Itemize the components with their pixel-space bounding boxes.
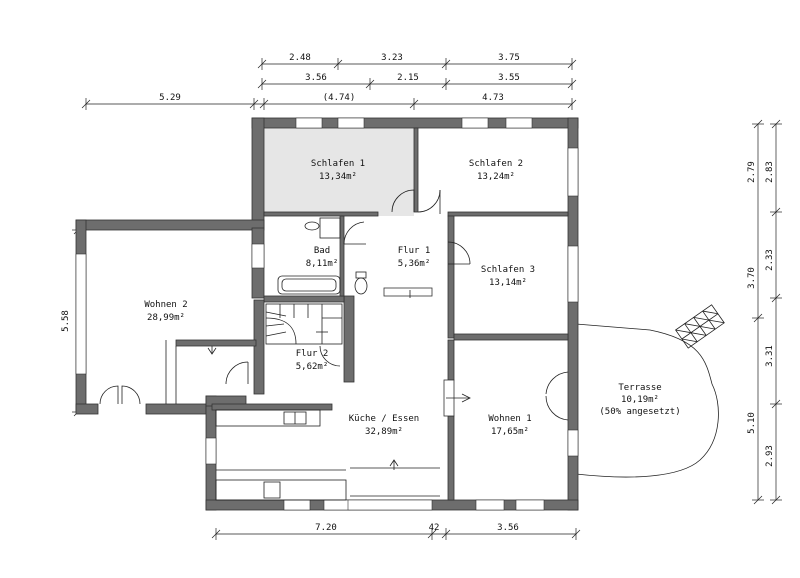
bathtub-icon: [277, 275, 341, 295]
terrace-outline: [575, 323, 719, 478]
doors: [99, 189, 569, 497]
room-labels: Schlafen 1 13,34m² Schlafen 2 13,24m² Sc…: [144, 159, 680, 437]
dim-top-2c: 3.55: [498, 73, 520, 83]
room-wohnen1-name: Wohnen 1: [488, 414, 531, 424]
room-schlafen2-area: 13,24m²: [477, 172, 515, 182]
room-wohnen2-area: 28,99m²: [147, 313, 185, 323]
dim-right-2c: 3.31: [765, 345, 775, 367]
dim-right-2d: 2.93: [765, 445, 775, 467]
room-flur2-area: 5,62m²: [296, 362, 329, 372]
room-kueche-name: Küche / Essen: [349, 414, 419, 424]
dim-right-3: 2.83: [765, 161, 775, 183]
dim-top-1c: 3.75: [498, 53, 520, 63]
windows: [75, 117, 579, 511]
room-flur1-name: Flur 1: [398, 246, 431, 256]
room-terrasse-area: 10,19m²: [621, 395, 659, 405]
room-bad-name: Bad: [314, 246, 330, 256]
room-bad-area: 8,11m²: [306, 259, 339, 269]
room-kueche-area: 32,89m²: [365, 427, 403, 437]
room-flur1-area: 5,36m²: [398, 259, 431, 269]
toilet-icon: [355, 271, 367, 279]
dim-top-2b: 2.15: [397, 73, 419, 83]
dim-top-3c: 4.73: [482, 93, 504, 103]
dim-bottom-b: 42: [429, 523, 440, 533]
dimension-labels: 2.48 3.23 3.75 3.56 2.15 3.55 5.29 (4.74…: [61, 53, 775, 533]
room-wohnen1-area: 17,65m²: [491, 427, 529, 437]
room-flur2-name: Flur 2: [296, 349, 329, 359]
schlafen1-shading: [264, 128, 414, 216]
room-schlafen3-area: 13,14m²: [489, 278, 527, 288]
dim-right-1a: 3.70: [747, 267, 757, 289]
staircase: [265, 303, 343, 345]
dim-right-1b: 5.10: [747, 412, 757, 434]
dim-bottom-c: 3.56: [497, 523, 519, 533]
sink-icon: [304, 221, 320, 231]
fixtures: [165, 217, 368, 501]
dim-top-3a: 5.29: [159, 93, 181, 103]
dim-top-3b: (4.74): [323, 93, 356, 103]
kitchen-counter: [215, 409, 321, 427]
room-schlafen1-name: Schlafen 1: [311, 159, 365, 169]
dim-right-2a: 2.79: [747, 161, 757, 183]
room-terrasse-name: Terrasse: [618, 383, 661, 393]
stove-icon: [263, 481, 281, 499]
dim-left: 5.58: [61, 310, 71, 332]
terrace-steps: [675, 304, 725, 349]
room-schlafen3-name: Schlafen 3: [481, 265, 535, 275]
room-terrasse-note: (50% angesetzt): [599, 407, 680, 417]
room-wohnen2-name: Wohnen 2: [144, 300, 187, 310]
dim-top-1b: 3.23: [381, 53, 403, 63]
room-schlafen2-name: Schlafen 2: [469, 159, 523, 169]
dim-top-2a: 3.56: [305, 73, 327, 83]
dim-bottom-a: 7.20: [315, 523, 337, 533]
room-schlafen1-area: 13,34m²: [319, 172, 357, 182]
dim-right-2b: 2.33: [765, 249, 775, 271]
dim-top-1a: 2.48: [289, 53, 311, 63]
